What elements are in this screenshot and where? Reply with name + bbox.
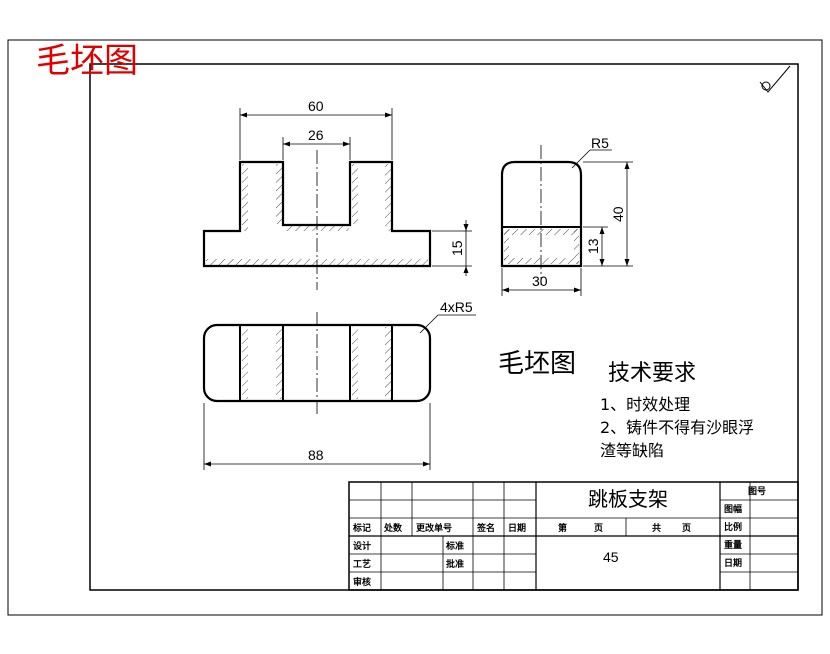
tech-title: 技术要求	[608, 361, 696, 386]
label-change-doc: 更改单号	[416, 522, 452, 534]
label-review: 审核	[353, 576, 371, 588]
label-approve: 批准	[446, 558, 464, 570]
title-block	[348, 481, 799, 591]
corner-label: 毛坯图	[36, 41, 138, 81]
dim-40: 40	[610, 206, 626, 222]
outer-frame	[7, 39, 823, 616]
center-label: 毛坯图	[498, 349, 576, 379]
label-scale-width: 图幅	[724, 503, 742, 515]
dim-88: 88	[308, 447, 324, 463]
label-total: 共	[652, 522, 661, 534]
label-day: 日期	[508, 522, 526, 534]
label-drawing-no: 图号	[748, 486, 766, 497]
label-process: 工艺	[353, 558, 371, 570]
label-count: 处数	[383, 522, 403, 534]
tech-line-1: 1、时效处理	[600, 395, 690, 414]
dim-13: 13	[585, 238, 601, 254]
front-view: 60 26 15	[202, 98, 472, 290]
dim-26: 26	[308, 127, 324, 143]
label-design: 设计	[353, 540, 371, 552]
label-sheet-unit: 页	[594, 523, 603, 534]
tech-line-3: 渣等缺陷	[600, 441, 664, 460]
part-name: 跳板支架	[588, 487, 668, 511]
label-ratio: 比例	[724, 521, 742, 533]
label-total-unit: 页	[682, 523, 691, 534]
label-date: 日期	[724, 557, 742, 569]
top-view: 4xR5 88	[202, 299, 476, 470]
dim-30: 30	[532, 273, 548, 289]
side-view: R5 40 13 30	[500, 135, 633, 296]
material-value: 45	[603, 549, 619, 565]
surface-finish-mark	[759, 65, 791, 93]
label-weight: 重量	[724, 539, 742, 551]
label-signature: 签名	[476, 522, 495, 534]
tech-line-2: 2、铸件不得有沙眼浮	[600, 418, 754, 437]
dim-60: 60	[308, 98, 324, 114]
label-mark: 标记	[352, 522, 371, 534]
inner-frame	[89, 63, 799, 591]
dim-15: 15	[449, 240, 465, 256]
dim-side-r5: R5	[591, 135, 609, 151]
dim-4xr5: 4xR5	[440, 299, 473, 315]
label-sheet: 第	[558, 522, 567, 534]
label-standard: 标准	[445, 540, 464, 552]
